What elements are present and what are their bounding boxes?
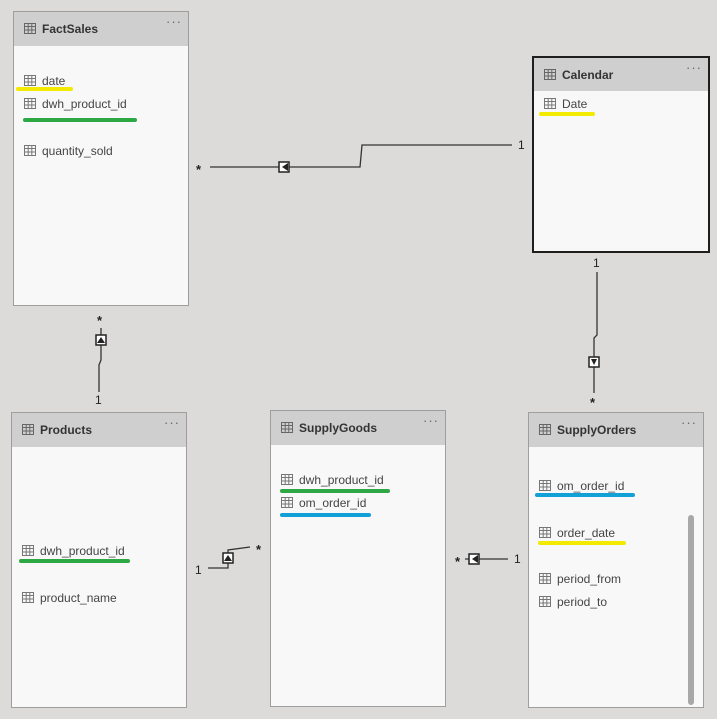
table-title: Products [40,423,93,437]
cardinality-one: 1 [95,393,102,407]
field-label: om_order_id [299,496,367,510]
field-label: period_to [557,595,608,609]
column-icon [22,545,34,556]
relationship-factsales-calendar[interactable] [210,144,512,173]
table-header[interactable]: SupplyOrders ··· [529,413,703,447]
highlight-product-key [19,559,130,563]
table-title: SupplyOrders [557,423,637,437]
cardinality-one: 1 [195,563,202,577]
highlight-order-key [535,493,635,497]
table-title: FactSales [42,22,99,36]
relationship-calendar-supplyorders[interactable] [588,272,600,393]
table-title: SupplyGoods [299,421,377,435]
highlight-product-key [23,118,137,122]
column-icon [22,592,34,603]
column-icon [24,98,36,109]
table-factsales[interactable]: FactSales ··· date dwh_product_id quanti… [13,11,189,306]
field-label: dwh_product_id [40,544,125,558]
field-period-to[interactable]: period_to [539,595,607,609]
column-icon [24,75,36,86]
table-supplyorders[interactable]: SupplyOrders ··· om_order_id order_date … [528,412,704,708]
table-icon [281,422,293,433]
cardinality-many: * [590,395,596,410]
column-icon [281,497,293,508]
more-options-icon[interactable]: ··· [686,60,702,75]
column-icon [539,480,551,491]
highlight-order-key [280,513,371,517]
table-header[interactable]: Calendar ··· [534,58,708,91]
field-dwh-product-id[interactable]: dwh_product_id [281,473,384,487]
table-icon [22,424,34,435]
more-options-icon[interactable]: ··· [681,415,697,430]
more-options-icon[interactable]: ··· [423,413,439,428]
table-icon [539,424,551,435]
field-label: dwh_product_id [42,97,127,111]
table-header[interactable]: Products ··· [12,413,186,447]
field-om-order-id[interactable]: om_order_id [281,496,366,510]
table-title: Calendar [562,68,614,82]
field-quantity-sold[interactable]: quantity_sold [24,144,113,158]
field-dwh-product-id[interactable]: dwh_product_id [24,97,127,111]
field-label: Date [562,97,588,111]
scrollbar[interactable] [688,515,694,705]
table-supplygoods[interactable]: SupplyGoods ··· dwh_product_id om_order_… [270,410,446,707]
table-icon [24,23,36,34]
field-order-date[interactable]: order_date [539,526,615,540]
relationship-factsales-products[interactable] [95,328,107,392]
column-icon [539,527,551,538]
relationship-supplygoods-supplyorders[interactable] [465,553,508,565]
field-product-name[interactable]: product_name [22,591,117,605]
more-options-icon[interactable]: ··· [166,14,182,29]
table-calendar[interactable]: Calendar ··· Date [532,56,710,253]
field-period-from[interactable]: period_from [539,572,621,586]
field-label: order_date [557,526,616,540]
field-label: date [42,74,66,88]
cardinality-many: * [196,162,202,177]
cardinality-one: 1 [514,552,521,566]
field-dwh-product-id[interactable]: dwh_product_id [22,544,125,558]
relationship-products-supplygoods[interactable] [208,546,251,569]
cardinality-one: 1 [518,138,525,152]
field-om-order-id[interactable]: om_order_id [539,479,624,493]
field-date[interactable]: Date [544,97,587,111]
column-icon [281,474,293,485]
table-products[interactable]: Products ··· dwh_product_id product_name [11,412,187,708]
table-header[interactable]: SupplyGoods ··· [271,411,445,445]
highlight-product-key [280,489,390,493]
cardinality-one: 1 [593,256,600,270]
column-icon [539,573,551,584]
field-label: om_order_id [557,479,625,493]
field-date[interactable]: date [24,74,65,88]
highlight-date-key [538,541,626,545]
cardinality-many: * [256,542,262,557]
field-label: product_name [40,591,117,605]
field-label: period_from [557,572,622,586]
column-icon [544,98,556,109]
highlight-date-key [539,112,595,116]
more-options-icon[interactable]: ··· [164,415,180,430]
field-label: dwh_product_id [299,473,384,487]
cardinality-many: * [455,554,461,569]
cardinality-many: * [97,313,103,328]
table-icon [544,69,556,80]
column-icon [24,145,36,156]
table-header[interactable]: FactSales ··· [14,12,188,46]
highlight-date-key [16,87,73,91]
field-label: quantity_sold [42,144,113,158]
column-icon [539,596,551,607]
